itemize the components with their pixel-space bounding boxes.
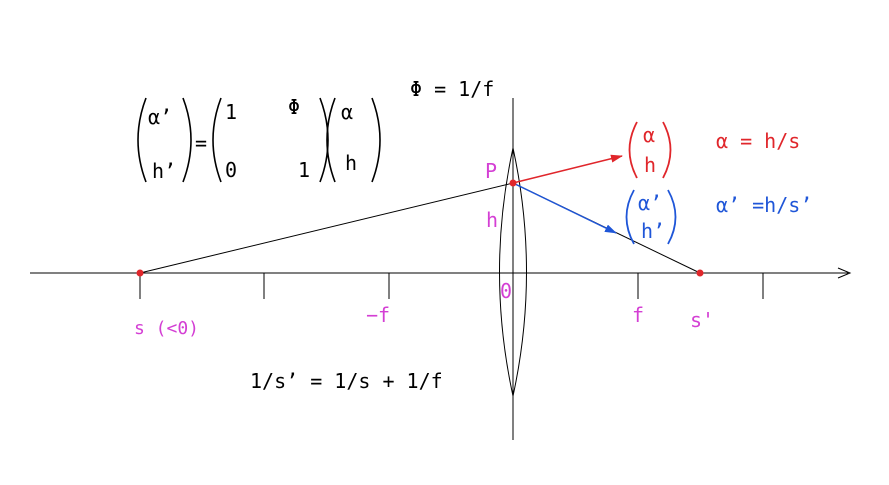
- matrix-m11: 1: [225, 100, 237, 124]
- paren-left: [628, 121, 638, 179]
- refracted-relation: α’ =h/s’: [716, 193, 812, 217]
- refracted-direction-arrow: [512, 182, 617, 234]
- paren-left: [625, 189, 635, 245]
- axis-label-s: s (<0): [134, 318, 199, 339]
- lens-formula: 1/s’ = 1/s + 1/f: [250, 369, 443, 393]
- paren-left: [212, 97, 222, 183]
- paren-left: [326, 97, 336, 183]
- refracted-vector-bottom: h’: [641, 219, 665, 243]
- matrix-equation: α’ h’ = 1 Φ 0 1 α h: [137, 95, 381, 183]
- incident-ray: [139, 182, 514, 274]
- object-point: [136, 269, 144, 277]
- origin-label: 0: [500, 279, 512, 303]
- refracted-vector-top: α’: [638, 191, 662, 215]
- point-p-label: P: [485, 159, 497, 183]
- axis-label-f: f: [632, 303, 644, 327]
- paren-right: [182, 97, 192, 183]
- point-p-marker: [509, 179, 517, 187]
- paren-right: [662, 121, 672, 179]
- matrix-m21: 0: [225, 158, 237, 182]
- paren-right: [371, 97, 381, 183]
- axis-arrowhead: [837, 267, 852, 279]
- axis-label-s-prime: s': [690, 308, 714, 332]
- matrix-lhs-bottom: h’: [152, 159, 176, 183]
- lens: [499, 147, 527, 397]
- incident-vector-bottom: h: [644, 153, 656, 177]
- incident-direction-arrow: [512, 154, 623, 184]
- matrix-lhs-top: α’: [148, 105, 172, 129]
- height-h-label: h: [486, 208, 498, 232]
- paren-right: [667, 189, 677, 245]
- matrix-rhs-top: α: [341, 100, 353, 124]
- power-label: Φ = 1/f: [410, 77, 494, 101]
- image-point: [696, 269, 704, 277]
- matrix-m22: 1: [298, 158, 310, 182]
- incident-vector-top: α: [643, 123, 655, 147]
- matrix-rhs-bottom: h: [345, 151, 357, 175]
- matrix-equals: =: [195, 131, 207, 155]
- paren-left: [137, 97, 147, 183]
- matrix-m12: Φ: [288, 95, 300, 119]
- incident-vector: α h: [628, 121, 672, 179]
- axis-label-neg-f: −f: [366, 303, 390, 327]
- incident-relation: α = h/s: [716, 129, 800, 153]
- refracted-vector: α’ h’: [625, 189, 677, 245]
- paren-right: [319, 97, 329, 183]
